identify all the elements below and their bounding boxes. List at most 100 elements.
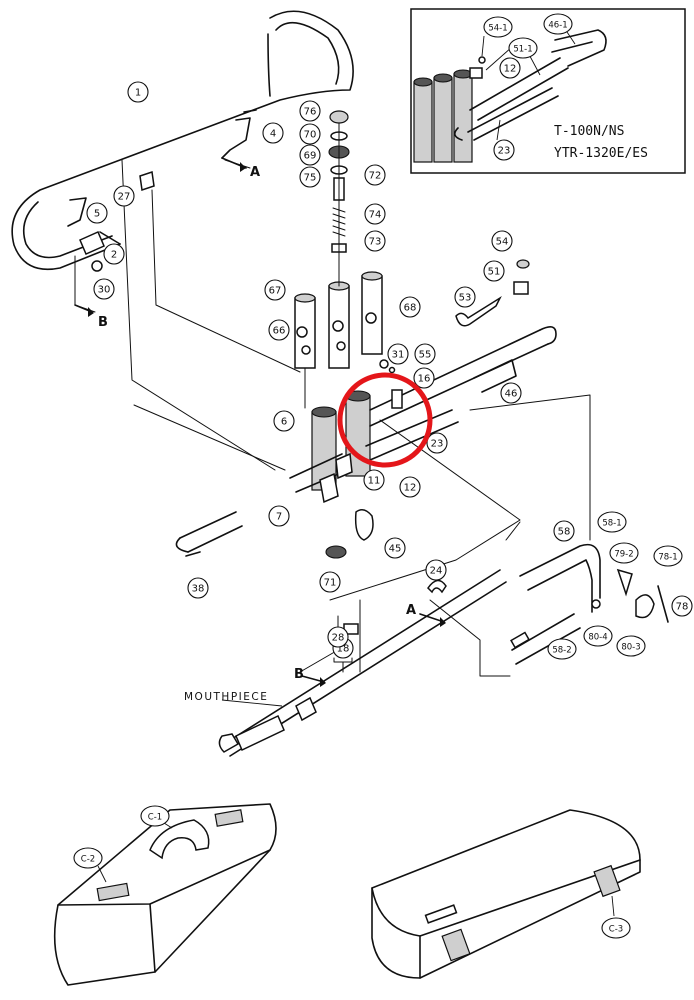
callout-main-23: 23 [426,432,448,454]
callout-main-68: 68 [399,296,421,318]
callout-main-1: 1 [127,81,149,103]
callout-label: 71 [324,578,337,589]
callout-bubble-shape [547,638,577,660]
callout-main-24: 24 [425,559,447,581]
callout-bubble-shape [653,545,683,567]
callout-main-46: 46 [500,382,522,404]
callout-bubble-shape [425,559,447,581]
callout-label: 24 [430,566,443,577]
case-left [53,803,277,986]
callout-bubble-shape [187,577,209,599]
callout-label: 58-2 [552,646,571,656]
callout-label: 58-1 [602,519,621,529]
callout-bubble-shape [399,296,421,318]
callout-bubble-shape [86,202,108,224]
callout-main-58-2: 58-2 [547,638,577,660]
callout-main-74: 74 [364,203,386,225]
callout-bubble-shape [364,230,386,252]
callout-bubble-shape [426,432,448,454]
callout-main-79-2: 79-2 [609,542,639,564]
callout-bubble-shape [553,520,575,542]
callout-label: 12 [404,483,417,494]
callout-label: 80-3 [621,643,640,653]
inset-box: T-100N/NS YTR-1320E/ES [410,8,686,174]
callout-inset-54-1: 54-1 [483,16,513,38]
callout-label: 18 [337,644,350,655]
callout-inset-23: 23 [493,139,515,161]
callout-label: 51-1 [513,45,532,55]
callout-main-4: 4 [262,122,284,144]
callout-bubble-shape [140,805,170,827]
callout-label: 78-1 [658,553,677,563]
callout-main-54: 54 [491,230,513,252]
callout-bubble-shape [299,123,321,145]
callout-label: 1 [135,88,141,99]
callout-case-C-2: C-2 [73,847,103,869]
callout-bubble-shape [364,203,386,225]
callout-main-27: 27 [113,185,135,207]
callout-label: 55 [419,350,432,361]
callout-main-16: 16 [413,367,435,389]
callout-label: 78 [676,602,689,613]
callout-inset-12: 12 [499,57,521,79]
valve-top-parts [328,110,350,281]
callout-label: 58 [558,527,571,538]
callout-bubble-shape [299,144,321,166]
callout-main-53: 53 [454,286,476,308]
callout-main-71: 71 [319,571,341,593]
callout-label: 4 [270,129,276,140]
callout-bubble-shape [414,343,436,365]
callout-main-2: 2 [103,243,125,265]
letter-a-bottom: A [406,603,416,618]
callout-label: 80-4 [588,633,607,643]
callout-label: 2 [111,250,117,261]
callout-bubble-shape [543,13,573,35]
callout-bubble-shape [384,537,406,559]
callout-bubble-shape [268,319,290,341]
callout-main-75: 75 [299,166,321,188]
callout-label: 46 [505,389,518,400]
callout-label: 23 [498,146,511,157]
callout-bubble-shape [264,279,286,301]
callout-main-76: 76 [299,100,321,122]
callout-main-45: 45 [384,537,406,559]
callout-label: 46-1 [548,21,567,31]
callout-label: 53 [459,293,472,304]
callout-label: 79-2 [614,550,633,560]
callout-bubble-shape [103,243,125,265]
letter-b-bottom: B [294,667,304,682]
callout-main-67: 67 [264,279,286,301]
callout-bubble-shape [601,917,631,939]
callout-main-7: 7 [268,505,290,527]
callout-main-73: 73 [364,230,386,252]
bell-section [11,10,354,471]
callout-case-C-1: C-1 [140,805,170,827]
callout-main-72: 72 [364,164,386,186]
inset-model-line2: YTR-1320E/ES [554,146,648,161]
callout-bubble-shape [597,511,627,533]
callout-label: 23 [431,439,444,450]
callout-bubble-shape [319,571,341,593]
callout-label: 74 [369,210,382,221]
valve-block [133,259,591,673]
highlight-circle [337,372,433,468]
callout-label: 51 [488,267,501,278]
callout-bubble-shape [363,469,385,491]
callout-bubble-shape [327,626,349,648]
callout-main-69: 69 [299,144,321,166]
callout-bubble-shape [483,260,505,282]
letter-b-top: B [98,315,108,330]
case-right [371,809,641,979]
callout-label: 7 [276,512,282,523]
callout-bubble-shape [127,81,149,103]
callout-label: 12 [504,64,517,75]
callout-label: 54-1 [488,24,507,34]
callout-main-80-3: 80-3 [616,635,646,657]
callout-label: 69 [304,151,317,162]
callout-bubble-shape [499,57,521,79]
callout-bubble-shape [268,505,290,527]
callout-bubble-shape [491,230,513,252]
callout-main-78: 78 [671,595,693,617]
